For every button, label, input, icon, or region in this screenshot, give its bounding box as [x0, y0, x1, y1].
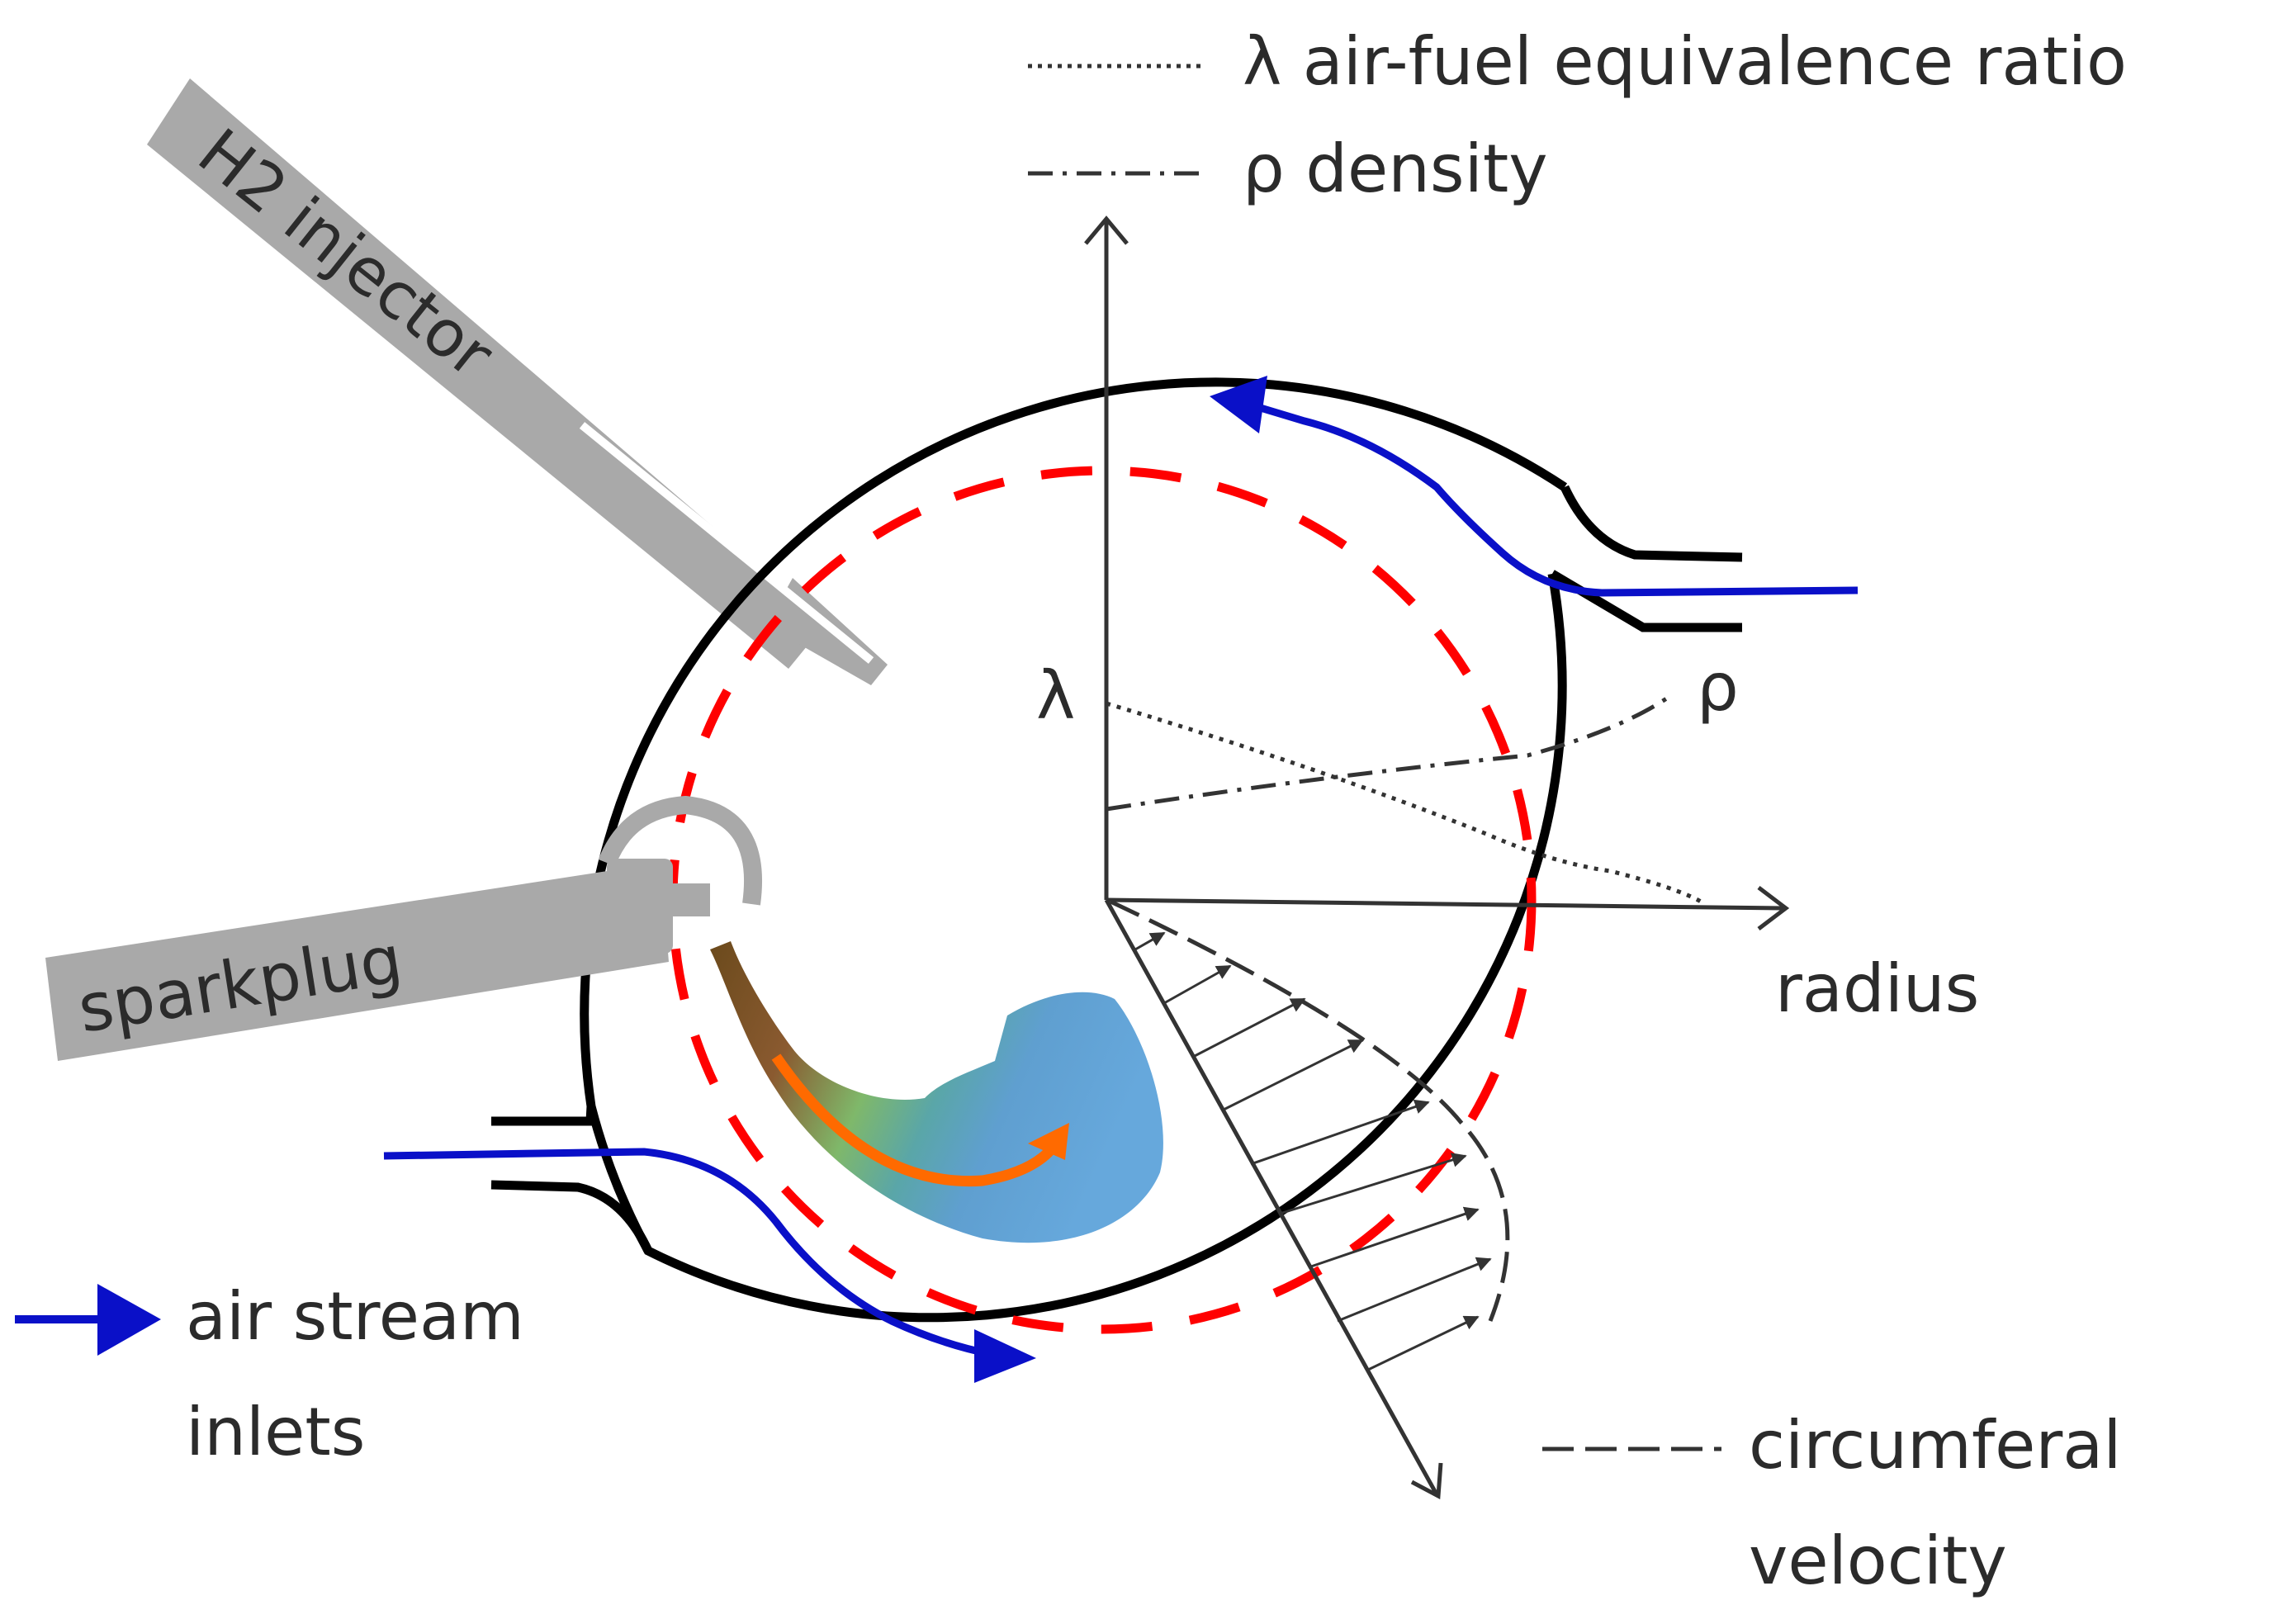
- velocity-vector-3: [1192, 997, 1306, 1058]
- lambda-symbol-label: λ: [1036, 657, 1075, 734]
- bottom-air-arrowhead: [974, 1329, 1036, 1383]
- bottom-inlet-upper-lip: [491, 1106, 596, 1126]
- velocity-vector-7: [1308, 1206, 1480, 1269]
- legend-air-label-line2: inlets: [186, 1394, 365, 1470]
- injector-body: [147, 78, 826, 669]
- sparkplug: sparkplug: [45, 795, 763, 1061]
- velocity-axis: [1104, 898, 1439, 1496]
- radius-axis-arrowhead: [1757, 886, 1790, 930]
- flame-arrow-head: [1028, 1123, 1069, 1160]
- legend-rho: ρ density: [1028, 130, 1548, 207]
- sparkplug-body: [45, 863, 669, 1061]
- legend-air-arrowhead: [97, 1284, 161, 1356]
- injector-label: H2 injector: [184, 115, 507, 393]
- legend-velocity-label-line1: circumferal: [1749, 1407, 2121, 1484]
- flame-shape: [710, 941, 1163, 1243]
- legend-air-stream: air stream inlets: [15, 1278, 524, 1470]
- velocity-vector-4: [1221, 1039, 1364, 1112]
- vertical-axis-arrowhead: [1084, 215, 1129, 245]
- velocity-vector-6: [1279, 1153, 1467, 1215]
- legend-air-label-line1: air stream: [186, 1278, 524, 1355]
- flame-propagation-arrow: [771, 1053, 1057, 1187]
- top-air-stream: [1253, 402, 1859, 597]
- legend-velocity: circumferal velocity: [1542, 1407, 2121, 1599]
- bottom-air-stream: [383, 1148, 992, 1358]
- velocity-profile-curve: [1109, 899, 1510, 1322]
- legend-lambda-label: λ air-fuel equivalence ratio: [1243, 23, 2127, 100]
- velocity-vector-8: [1337, 1257, 1492, 1323]
- velocity-vectors: [1134, 931, 1492, 1372]
- top-inlet-upper-lip: [1560, 485, 1743, 562]
- top-inlet-lower-lip: [1550, 570, 1742, 632]
- rho-profile-curve: [1106, 695, 1669, 812]
- legend-rho-label: ρ density: [1243, 130, 1548, 207]
- legend-velocity-label-line2: velocity: [1749, 1522, 2007, 1599]
- velocity-vector-2: [1163, 964, 1232, 1005]
- profile-axes: [1084, 215, 1790, 1500]
- sparkplug-tip: [665, 883, 710, 916]
- h2-injector: H2 injector: [147, 78, 888, 685]
- lambda-profile-curve: [1106, 701, 1702, 904]
- radius-axis: [1106, 897, 1784, 911]
- velocity-vector-9: [1366, 1315, 1480, 1372]
- velocity-profile: [1109, 899, 1510, 1372]
- legend-lambda: λ air-fuel equivalence ratio: [1028, 23, 2127, 100]
- radius-axis-label: radius: [1775, 950, 1979, 1027]
- rho-symbol-label: ρ: [1697, 649, 1739, 726]
- flame-kernel: [710, 941, 1163, 1243]
- velocity-vector-5: [1250, 1099, 1430, 1166]
- top-air-arrowhead: [1210, 376, 1267, 433]
- bottom-inlet-lower-lip: [490, 1180, 652, 1253]
- sparkplug-electrode: [598, 795, 763, 906]
- velocity-vector-1: [1134, 931, 1166, 951]
- air-streams: [383, 402, 1859, 1358]
- sparkplug-nut: [607, 859, 673, 954]
- velocity-axis-arrowhead: [1410, 1462, 1443, 1500]
- injector-channel: [579, 422, 874, 664]
